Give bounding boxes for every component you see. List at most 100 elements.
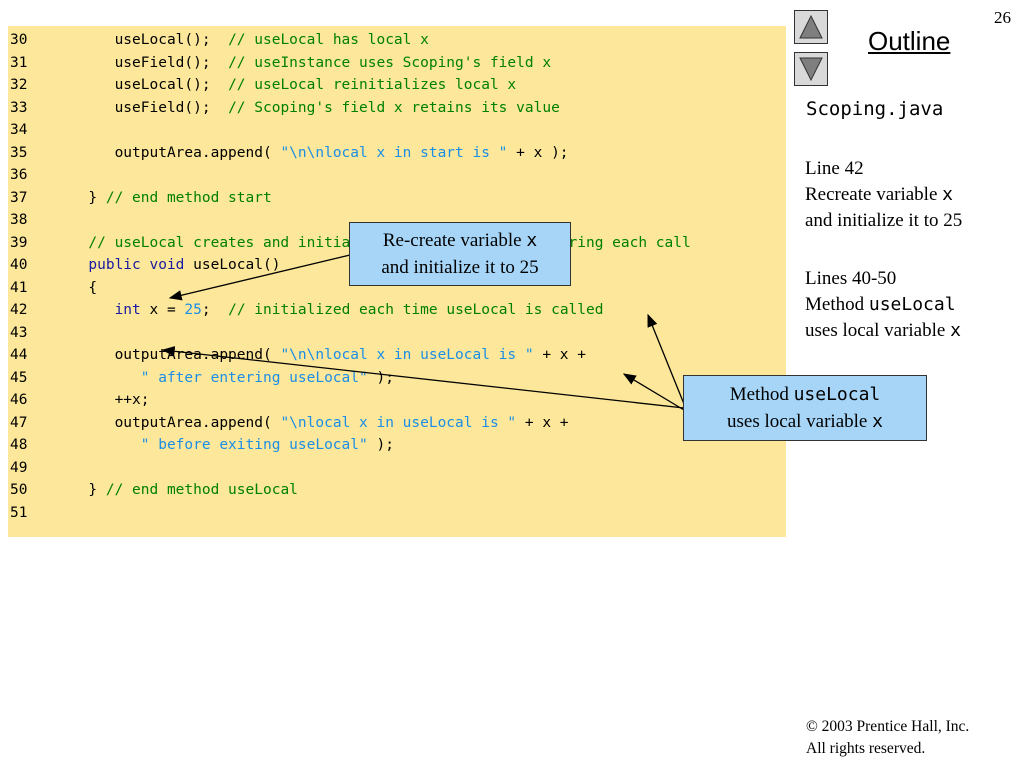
callout-text: Method useLocal [729,384,881,405]
code-token: // useInstance uses Scoping's field x [228,54,552,71]
copyright-line: © 2003 Prentice Hall, Inc. [806,718,970,735]
code-text: } // end method useLocal [36,479,298,501]
callout-method-uselocal: Method useLocal uses local variable x [683,375,927,441]
code-text: outputArea.append( "\n\nlocal x in start… [36,142,569,164]
code-token: int [36,302,150,318]
code-token: { [36,279,98,296]
code-token: useLocal(); [36,32,229,48]
side-note-line42: Line 42 Recreate variable x and initiali… [805,156,962,234]
code-text: outputArea.append( "\nlocal x in useLoca… [36,412,569,434]
outline-link[interactable]: Outline [868,26,951,56]
code-token: 25 [184,302,202,318]
code-token: // end method useLocal [105,482,298,498]
code-token: // Scoping's field x retains its value [228,99,560,116]
line-number: 42 [10,302,28,318]
code-text: useField(); // useInstance uses Scoping'… [36,52,552,74]
code-listing: 30 useLocal(); // useLocal has local x 31… [8,26,786,537]
side-note-text: and initialize it to 25 [805,210,963,231]
line-number: 40 [10,257,28,273]
code-text: " before exiting useLocal" ); [36,434,394,456]
code-text: public void useLocal() [36,254,280,276]
triangle-up-icon [799,14,823,39]
code-token: useLocal() [193,257,281,273]
code-token: ); [367,369,394,386]
side-note-text: Recreate variable x [805,184,953,205]
callout-text: Re-create variable x [382,230,538,251]
code-text: useLocal(); // useLocal has local x [36,29,429,51]
code-token: ; [201,302,229,318]
callout-recreate-x: Re-create variable x and initialize it t… [349,222,571,286]
copyright: © 2003 Prentice Hall, Inc. All rights re… [806,716,969,760]
code-token: + x ); [507,144,569,161]
code-token: + x + [516,414,569,431]
code-token: useField(); [36,54,229,71]
arrow-to-line42 [647,313,685,405]
code-token: // end method start [105,189,272,206]
arrow-to-line44 [161,346,685,409]
line-number: 47 [10,414,28,431]
line-number: 50 [10,482,28,498]
code-token: // useLocal has local x [228,32,429,48]
code-token: outputArea.append( [36,347,281,363]
line-number: 34 [10,122,28,138]
triangle-down-icon [799,57,823,82]
code-text: useField(); // Scoping's field x retains… [36,97,560,119]
code-token: outputArea.append( [36,144,281,161]
line-number: 32 [10,77,28,93]
line-number: 35 [10,144,28,161]
code-token: "\n\nlocal x in useLocal is " [280,347,534,363]
callout-text: uses local variable x [727,411,883,432]
line-number: 45 [10,369,28,386]
line-number: 44 [10,347,28,363]
file-name: Scoping.java [806,98,944,120]
line-number: 43 [10,324,28,341]
line-number: 37 [10,189,28,206]
code-text: outputArea.append( "\n\nlocal x in useLo… [36,344,586,366]
line-number: 39 [10,234,28,251]
line-number: 49 [10,459,28,476]
next-slide-button[interactable] [794,52,828,86]
arrow-to-line45 [622,373,685,411]
code-token: " before exiting useLocal" [36,437,368,453]
side-note-text: Method useLocal [805,294,956,315]
code-token: "\nlocal x in useLocal is " [280,414,517,431]
line-number: 38 [10,212,28,228]
code-text: " after entering useLocal" ); [36,367,394,389]
code-token: } [36,189,106,206]
line-number: 46 [10,392,28,408]
previous-slide-button[interactable] [794,10,828,44]
code-token: ++x; [36,392,150,408]
callout-text: and initialize it to 25 [381,257,539,278]
page-number: 26 [994,8,1011,27]
line-number: 51 [10,504,28,521]
side-note-title: Line 42 [805,158,864,179]
code-text: { [36,277,97,299]
side-note-text: uses local variable x [805,320,961,341]
code-token: // useLocal reinitializes local x [228,77,517,93]
code-text: } // end method start [36,187,272,209]
code-token: ); [367,437,394,453]
code-token: public void [36,257,194,273]
line-number: 33 [10,99,28,116]
code-token: x = [149,302,185,318]
line-number: 36 [10,167,28,183]
arrow-to-line41 [168,254,351,301]
line-number: 30 [10,32,28,48]
code-token: outputArea.append( [36,414,281,431]
code-token: "\n\nlocal x in start is " [280,144,508,161]
code-token: + x + [533,347,586,363]
copyright-line: All rights reserved. [806,740,926,757]
code-text: ++x; [36,389,150,411]
line-number: 31 [10,54,28,71]
code-text: useLocal(); // useLocal reinitializes lo… [36,74,517,96]
code-token: " after entering useLocal" [36,369,368,386]
code-text: int x = 25; // initialized each time use… [36,299,604,321]
code-token: // initialized each time useLocal is cal… [228,302,604,318]
side-note-title: Lines 40-50 [805,268,897,289]
line-number: 48 [10,437,28,453]
side-note-lines40-50: Lines 40-50 Method useLocal uses local v… [805,266,961,344]
code-token: } [36,482,106,498]
code-token: useLocal(); [36,77,229,93]
code-token: useField(); [36,99,229,116]
